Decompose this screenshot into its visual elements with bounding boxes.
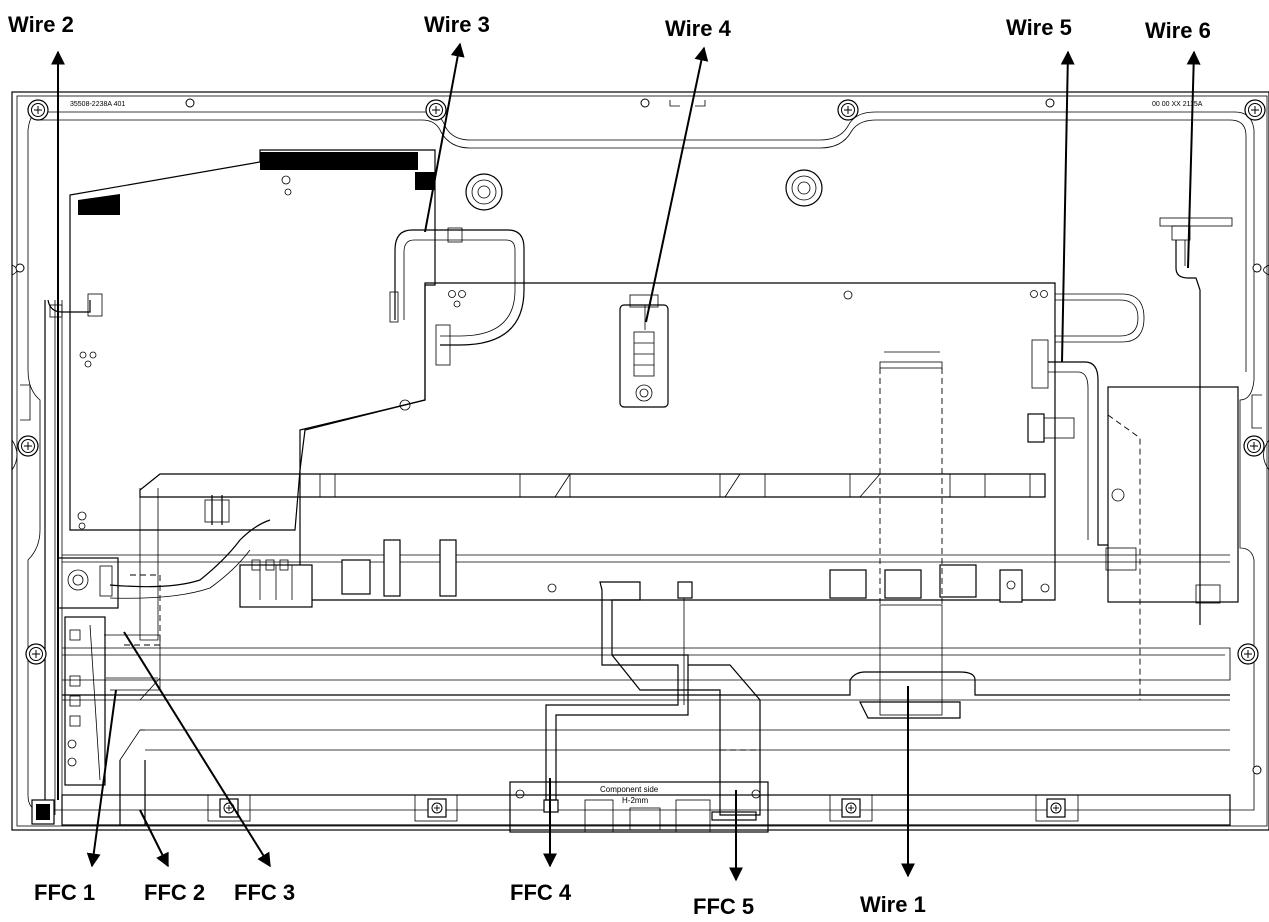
label-wire-2: Wire 2 — [8, 12, 74, 37]
callout-labels: Wire 2 Wire 3 Wire 4 Wire 5 Wire 6 FFC 1… — [8, 12, 1211, 919]
label-wire-5: Wire 5 — [1006, 15, 1072, 40]
ffc-4-path — [545, 581, 693, 801]
hole-icon — [185, 98, 195, 108]
frame-screws — [15, 98, 1266, 775]
chassis-frame — [11, 91, 1269, 831]
hole-icon — [1252, 765, 1262, 775]
screw-icon — [425, 99, 447, 121]
right-board — [1105, 217, 1239, 700]
label-ffc-1: FFC 1 — [34, 880, 95, 905]
ffc-5-path — [611, 654, 761, 816]
hole-icon — [15, 263, 25, 273]
square-screw-icon — [427, 798, 447, 818]
component-side-label: Component side — [600, 785, 659, 794]
hole-icon — [1252, 263, 1262, 273]
wire-1-harness — [859, 351, 961, 719]
square-screw-icon — [841, 798, 861, 818]
label-wire-6: Wire 6 — [1145, 18, 1211, 43]
label-wire-1: Wire 1 — [860, 892, 926, 917]
screw-icon — [17, 435, 39, 457]
label-ffc-5: FFC 5 — [693, 894, 754, 919]
board-connectors — [204, 495, 1023, 608]
screw-icon — [837, 99, 859, 121]
left-io-boards — [57, 557, 119, 786]
boss-icon — [465, 173, 503, 211]
ffc-left-cables — [104, 488, 271, 826]
lower-chassis — [31, 554, 1231, 826]
boss-icon — [785, 169, 823, 207]
horizontal-harness — [139, 473, 1046, 498]
screw-icon — [1243, 435, 1265, 457]
part-number-right: 00 00 XX 2115A — [1152, 101, 1203, 108]
hole-icon — [640, 98, 650, 108]
part-number-left: 35508-2238A 401 — [70, 101, 125, 108]
square-screw-icon — [1046, 798, 1066, 818]
wire-6-path — [1175, 240, 1221, 625]
height-note-label: H-2mm — [622, 796, 649, 805]
label-ffc-4: FFC 4 — [510, 880, 572, 905]
screw-icon — [27, 99, 49, 121]
label-ffc-3: FFC 3 — [234, 880, 295, 905]
screw-icon — [1237, 643, 1259, 665]
callout-arrows — [51, 42, 1201, 882]
tuner-module — [619, 294, 669, 408]
label-ffc-2: FFC 2 — [144, 880, 205, 905]
wire-5-path — [1027, 293, 1145, 546]
screw-icon — [25, 643, 47, 665]
wire-3-path — [394, 227, 525, 346]
wire-2-path — [47, 299, 91, 313]
power-supply-board — [69, 149, 436, 531]
label-wire-4: Wire 4 — [665, 16, 732, 41]
screw-icon — [1244, 99, 1266, 121]
label-wire-3: Wire 3 — [424, 12, 490, 37]
hole-icon — [1045, 98, 1055, 108]
